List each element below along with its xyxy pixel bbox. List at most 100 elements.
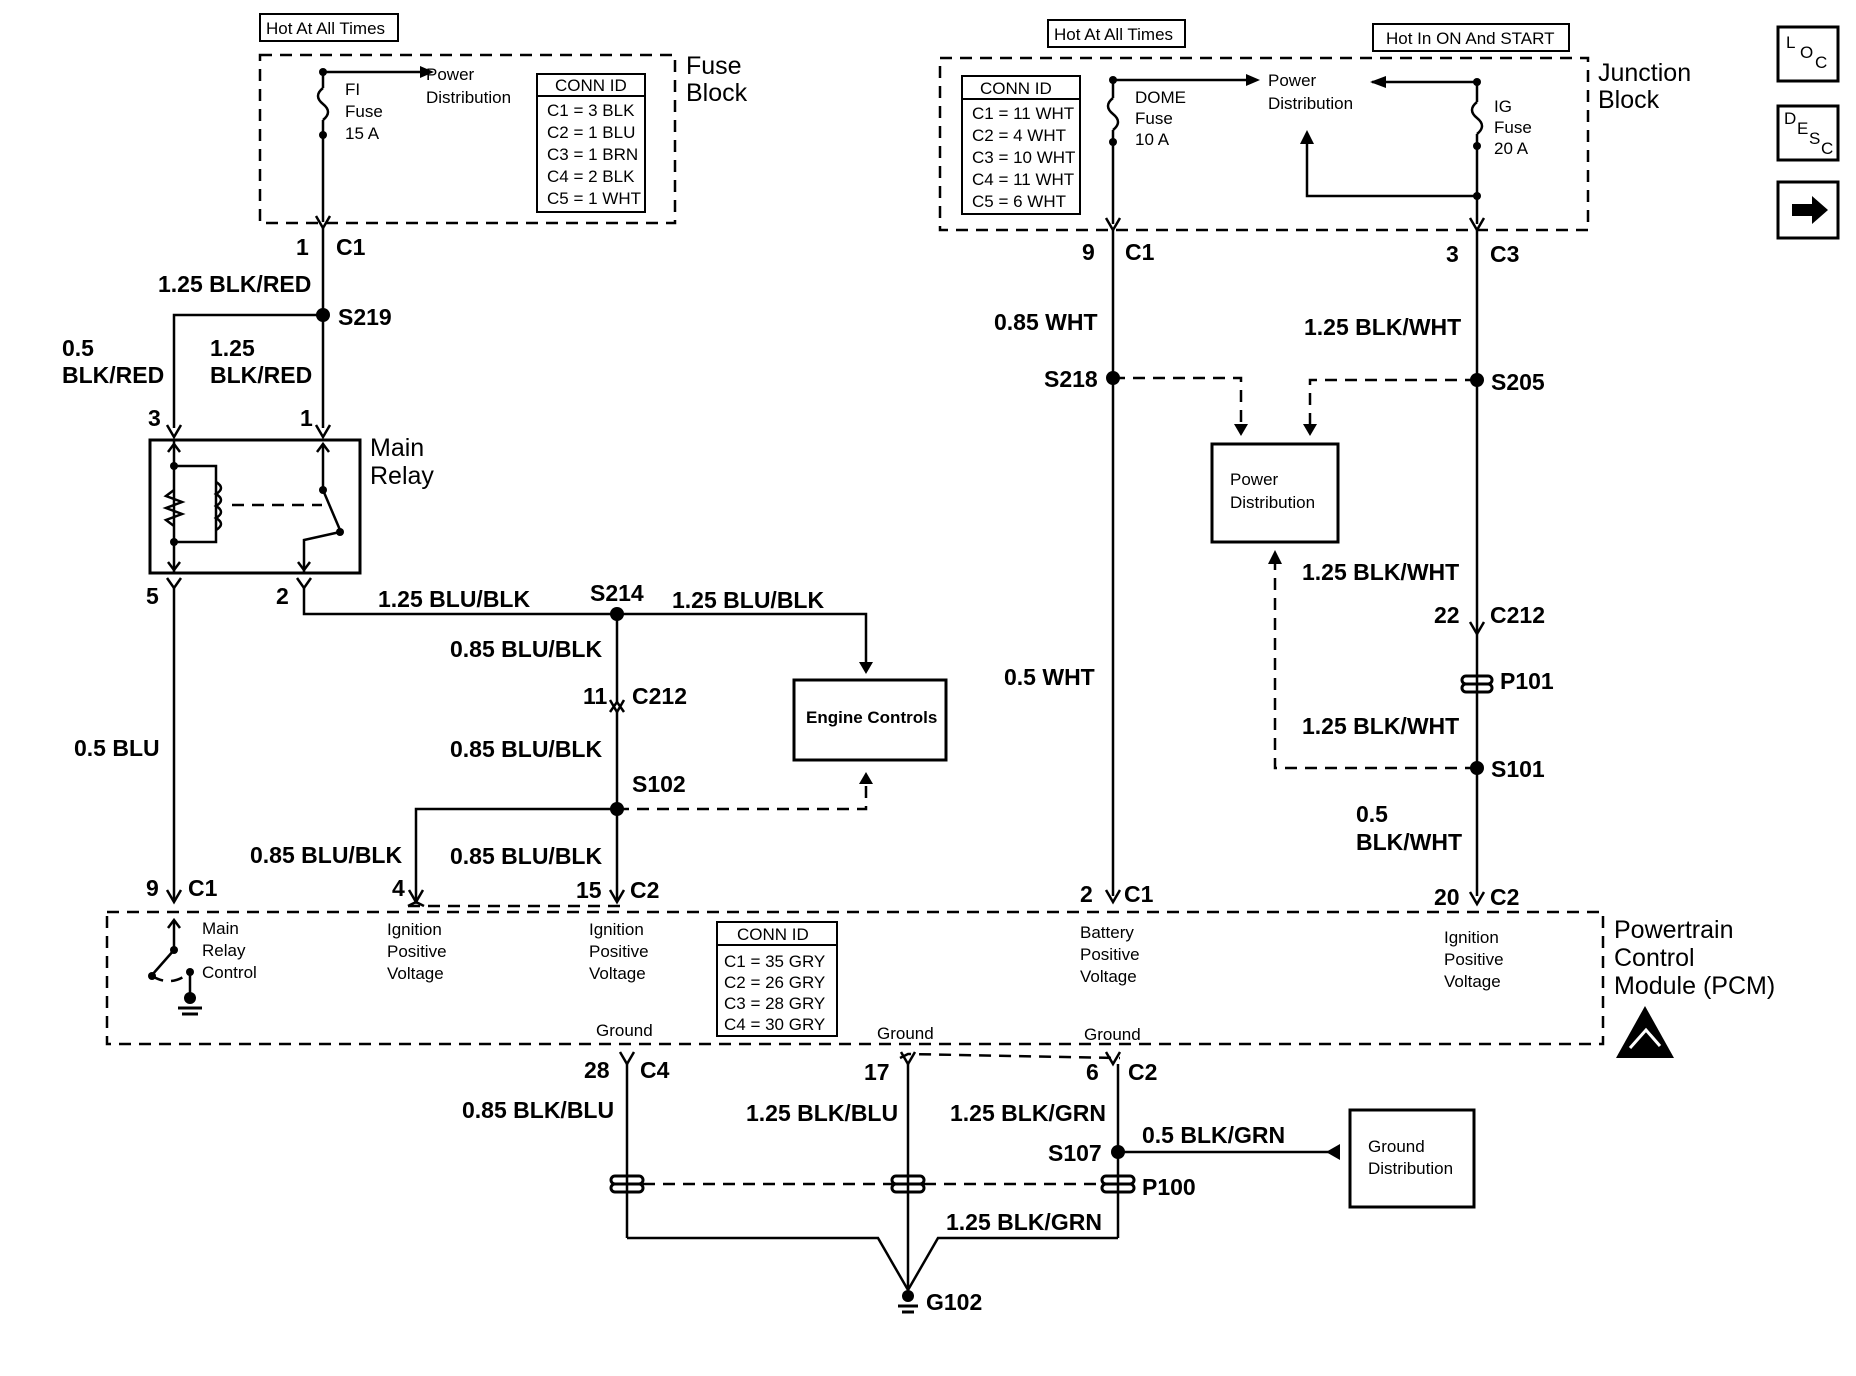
main-relay-pin5: 5	[146, 583, 159, 609]
pcm-main-relay-control-1: Main	[202, 919, 239, 938]
svg-text:L: L	[1786, 33, 1795, 52]
wire-125-blk-red-top: 1.25 BLK/RED	[158, 271, 311, 297]
pcm-conn-id-1: C2 = 26 GRY	[724, 973, 825, 992]
fuse-block-conn-id-title: CONN ID	[555, 76, 627, 95]
pcm-relay-switch	[151, 949, 175, 976]
desc-icon[interactable]	[1776, 104, 1840, 162]
main-relay-pin1: 1	[300, 405, 313, 431]
dome-fuse-label-1: DOME	[1135, 88, 1186, 107]
ig-fuse-label-1: IG	[1494, 97, 1512, 116]
jb-conn-left: C1	[1125, 239, 1155, 265]
wire-085-blk-blu: 0.85 BLK/BLU	[462, 1097, 614, 1123]
jb-conn-id-2: C3 = 10 WHT	[972, 148, 1075, 167]
right-circuit: 0.85 WHT S218 0.5 WHT 1.25 BLK/WHT S205 …	[994, 230, 1554, 896]
wire-085-blu-blk-c: 0.85 BLU/BLK	[250, 842, 402, 868]
pcm-ign-pos-3-a: Ignition	[1444, 928, 1499, 947]
wire-125-blk-wht-b: 1.25 BLK/WHT	[1302, 559, 1459, 585]
power-dist-arrow-icon	[420, 66, 434, 78]
pcm-conn-id-table	[716, 921, 838, 1037]
wire-125-blk-red-1: 1.25	[210, 335, 255, 361]
fuse-block-connector: C1	[336, 234, 366, 260]
fuse-block-power-dist-2: Distribution	[426, 88, 511, 107]
pcm-conn-id-0: C1 = 35 GRY	[724, 952, 825, 971]
jb-conn-id-table	[961, 75, 1081, 215]
pcm-ign-pos-1-c: Voltage	[387, 964, 444, 983]
pcm-conn-20: C2	[1490, 884, 1519, 910]
main-relay-title-1: Main	[370, 434, 424, 462]
wire-085-wht: 0.85 WHT	[994, 309, 1098, 335]
jb-conn-right: C3	[1490, 241, 1519, 267]
pcm-title-1: Powertrain	[1614, 916, 1734, 944]
wire-05-blu: 0.5 BLU	[74, 735, 160, 761]
fuse-block-conn-id-1: C2 = 1 BLU	[547, 123, 635, 142]
wire-05-blk-wht-2: BLK/WHT	[1356, 829, 1462, 855]
fi-fuse-label-3: 15 A	[345, 124, 380, 143]
jb-hot-on-label: Hot In ON And START	[1386, 29, 1555, 48]
pcm-conn-15: C2	[630, 877, 659, 903]
wire-125-blk-grn-a: 1.25 BLK/GRN	[950, 1100, 1106, 1126]
main-relay-circuit: 1.25 BLK/RED S219 0.5 BLK/RED 1.25 BLK/R…	[62, 228, 948, 902]
next-arrow-icon[interactable]	[1776, 180, 1840, 240]
pcm-title-3: Module (PCM)	[1614, 972, 1775, 1000]
pcm-ign-pos-2-a: Ignition	[589, 920, 644, 939]
jb-title-1: Junction	[1598, 59, 1691, 87]
dome-fuse-label-3: 10 A	[1135, 130, 1170, 149]
pcm-battery-pos-2: Positive	[1080, 945, 1140, 964]
splice-s219-label: S219	[338, 304, 392, 330]
wire-125-blu-blk-b: 1.25 BLU/BLK	[672, 587, 824, 613]
svg-text:S: S	[1809, 129, 1820, 148]
wire-085-blu-blk-b: 0.85 BLU/BLK	[450, 736, 602, 762]
pcm-pin-4: 4	[392, 875, 405, 901]
pcm-boundary	[105, 910, 1605, 1046]
jb-power-dist-2: Distribution	[1268, 94, 1353, 113]
fuse-block-conn-id-0: C1 = 3 BLK	[547, 101, 635, 120]
g102-label: G102	[926, 1289, 982, 1315]
jb-conn-id-1: C2 = 4 WHT	[972, 126, 1066, 145]
fi-fuse-label-2: Fuse	[345, 102, 383, 121]
fuse-block-title-2: Block	[686, 79, 748, 107]
relay-resistor-icon	[162, 489, 186, 527]
pcm-title-2: Control	[1614, 944, 1695, 972]
esd-warning-icon	[1616, 1006, 1674, 1058]
pcm-pin-2: 2	[1080, 881, 1093, 907]
fuse-block-title-1: Fuse	[686, 52, 742, 80]
wire-125-blk-wht-c: 1.25 BLK/WHT	[1302, 713, 1459, 739]
ig-fuse-icon	[1470, 101, 1484, 135]
pcm-ground-label-2: Ground	[877, 1024, 934, 1043]
main-relay-pin2: 2	[276, 583, 289, 609]
wire-05-blk-red-1: 0.5	[62, 335, 94, 361]
pcm-pin-6: 6	[1086, 1059, 1099, 1085]
pcm-conn-6: C2	[1128, 1059, 1157, 1085]
jb-pin-left: 9	[1082, 239, 1095, 265]
dome-fuse-label-2: Fuse	[1135, 109, 1173, 128]
pcm-ign-pos-2-c: Voltage	[589, 964, 646, 983]
fi-fuse-label-1: FI	[345, 80, 360, 99]
wire-085-blu-blk-a: 0.85 BLU/BLK	[450, 636, 602, 662]
relay-switch-contact	[321, 489, 342, 531]
p100-inline-connectors	[609, 1174, 1136, 1194]
pcm-conn-9: C1	[188, 875, 218, 901]
fuse-block-pin: 1	[296, 234, 309, 260]
pcm-conn-id-3: C4 = 30 GRY	[724, 1015, 825, 1034]
wire-05-wht: 0.5 WHT	[1004, 664, 1095, 690]
jb-pin-right: 3	[1446, 241, 1459, 267]
fuse-block: Hot At All Times Fuse Block FI Fuse 15 A…	[258, 13, 748, 260]
pcm-ground-icon	[178, 992, 202, 1016]
engine-controls-label: Engine Controls	[806, 708, 937, 727]
pcm-ign-pos-1-b: Positive	[387, 942, 447, 961]
fuse-block-conn-id-4: C5 = 1 WHT	[547, 189, 641, 208]
loc-icon[interactable]	[1776, 25, 1840, 83]
pcm-ign-pos-3-b: Positive	[1444, 950, 1504, 969]
pcm-ign-pos-2-b: Positive	[589, 942, 649, 961]
power-dist-box-label-2: Distribution	[1230, 493, 1315, 512]
power-distribution-box	[1210, 442, 1340, 544]
c212-22-pin: 22	[1434, 602, 1460, 628]
jb-conn-id-4: C5 = 6 WHT	[972, 192, 1066, 211]
relay-coil-icon	[213, 480, 223, 532]
p100-label: P100	[1142, 1174, 1196, 1200]
fuse-block-conn-id-2: C3 = 1 BRN	[547, 145, 638, 164]
c212-11-pin: 11	[583, 683, 608, 709]
ground-dist-label-1: Ground	[1368, 1137, 1425, 1156]
jb-conn-id-0: C1 = 11 WHT	[972, 104, 1074, 123]
